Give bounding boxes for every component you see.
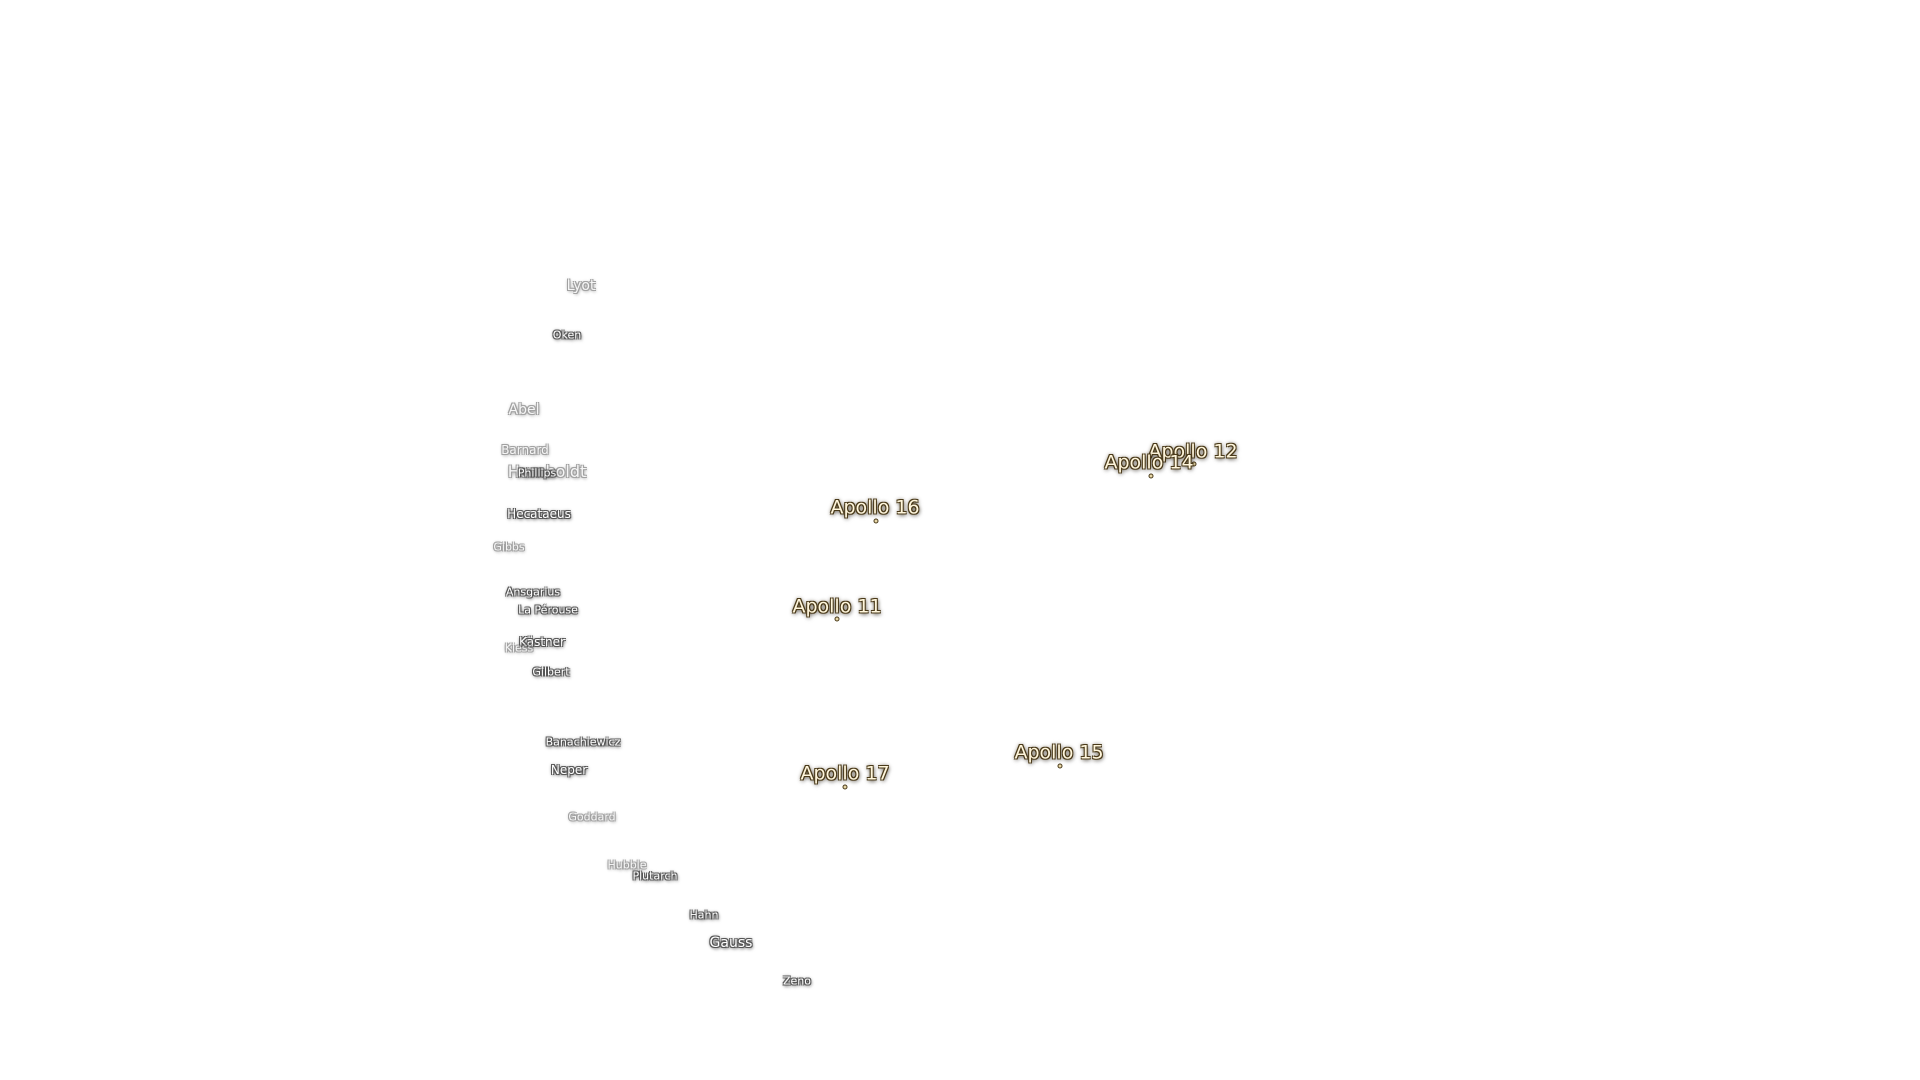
crater-label-plutarch[interactable]: Plutarch [632,869,678,883]
crater-label-kiess[interactable]: Kiess [504,641,534,655]
landing-site-label-apollo-14[interactable]: Apollo 14 [1104,451,1194,474]
crater-label-hecataeus[interactable]: Hecataeus [507,507,571,521]
landing-site-label-apollo-11[interactable]: Apollo 11 [792,595,882,618]
crater-label-oken[interactable]: Oken [552,328,582,342]
crater-label-zeno[interactable]: Zeno [782,974,812,988]
landing-site-marker-apollo-12[interactable] [1191,461,1197,467]
crater-label-gauss[interactable]: Gauss [709,935,753,951]
landing-site-marker-apollo-11[interactable] [834,616,840,622]
landing-site-label-apollo-12[interactable]: Apollo 12 [1148,440,1238,463]
landing-site-label-apollo-16[interactable]: Apollo 16 [830,496,920,519]
landing-site-label-apollo-17[interactable]: Apollo 17 [800,762,890,785]
landing-site-marker-apollo-15[interactable] [1057,763,1063,769]
crater-label-ansgarius[interactable]: Ansgarius [505,585,561,599]
crater-label-lyot[interactable]: Lyot [566,278,596,294]
landing-site-marker-apollo-17[interactable] [842,784,848,790]
landing-site-marker-apollo-16[interactable] [873,518,879,524]
landing-site-label-apollo-15[interactable]: Apollo 15 [1014,741,1104,764]
crater-label-hahn[interactable]: Hahn [689,908,719,922]
landing-site-marker-apollo-14[interactable] [1148,473,1154,479]
crater-label-barnard[interactable]: Barnard [501,443,549,457]
crater-label-kastner[interactable]: Kästner [519,635,565,649]
crater-label-la-perouse[interactable]: La Pérouse [518,603,578,617]
crater-label-neper[interactable]: Neper [550,763,588,777]
crater-label-phillips[interactable]: Phillips [517,466,557,480]
crater-label-banachiewicz[interactable]: Banachiewicz [545,735,621,749]
crater-label-gilbert[interactable]: Gilbert [532,665,570,679]
crater-label-goddard[interactable]: Goddard [568,810,616,824]
crater-label-gibbs[interactable]: Gibbs [493,540,525,554]
crater-label-abel[interactable]: Abel [508,402,540,418]
crater-label-humboldt[interactable]: Humboldt [507,462,587,481]
crater-label-hubble[interactable]: Hubble [607,858,647,872]
